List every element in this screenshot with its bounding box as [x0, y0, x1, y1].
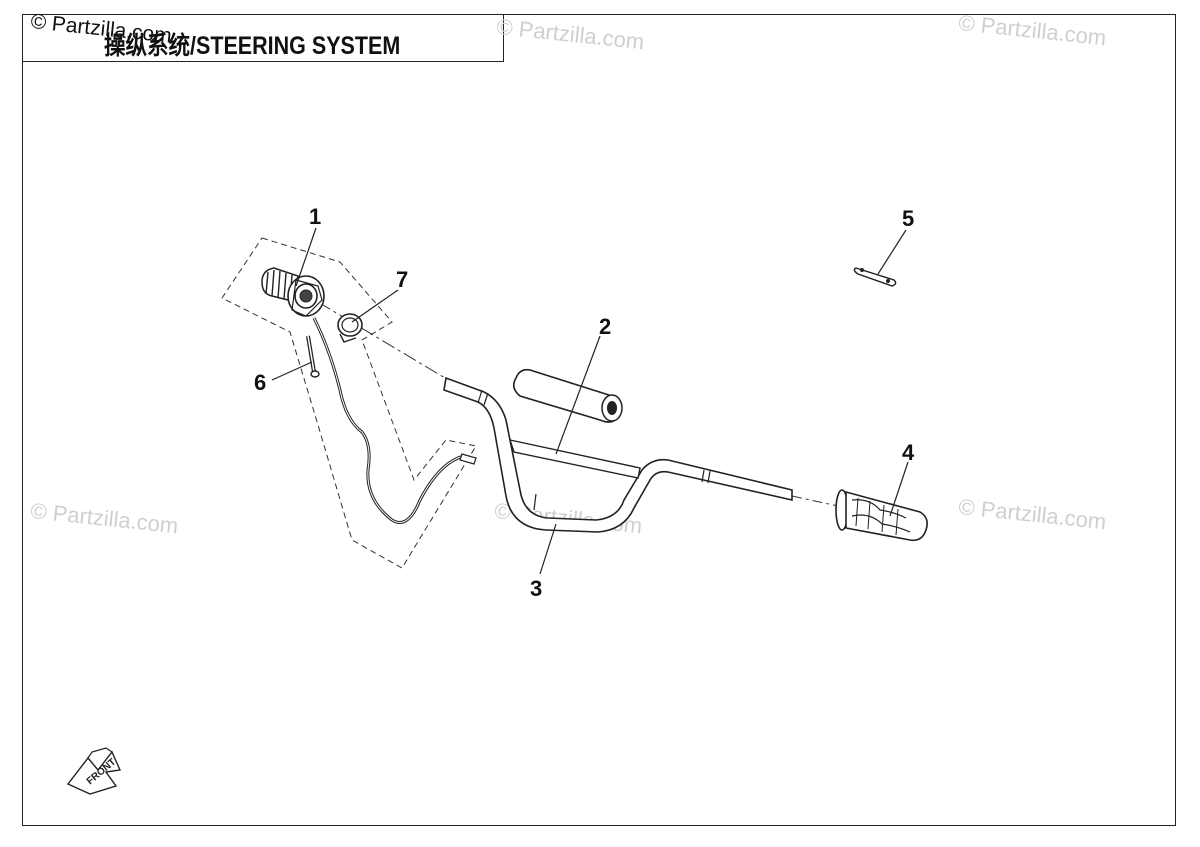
callout-6: 6 [254, 370, 266, 395]
page-title: 操纵系统/STEERING SYSTEM [104, 32, 401, 60]
handlebar-pad [512, 368, 623, 423]
callout-2: 2 [599, 314, 611, 339]
callout-1: 1 [309, 204, 321, 229]
leader-lines [271, 227, 909, 575]
throttle-grip-assembly [261, 267, 477, 524]
title-box [22, 14, 504, 62]
callout-4: 4 [902, 440, 915, 465]
callout-7: 7 [396, 267, 408, 292]
handlebar [443, 376, 793, 533]
left-grip [835, 489, 928, 542]
front-direction-arrow-icon: FRONT [66, 747, 122, 795]
centerline-left [317, 301, 446, 379]
assembly-dashed-outline [221, 237, 477, 569]
callout-5: 5 [902, 206, 914, 231]
callout-3: 3 [530, 576, 542, 601]
diagram-frame [22, 14, 1176, 826]
retaining-clip [853, 267, 897, 287]
bolt [306, 335, 320, 378]
centerline-right [791, 495, 839, 507]
